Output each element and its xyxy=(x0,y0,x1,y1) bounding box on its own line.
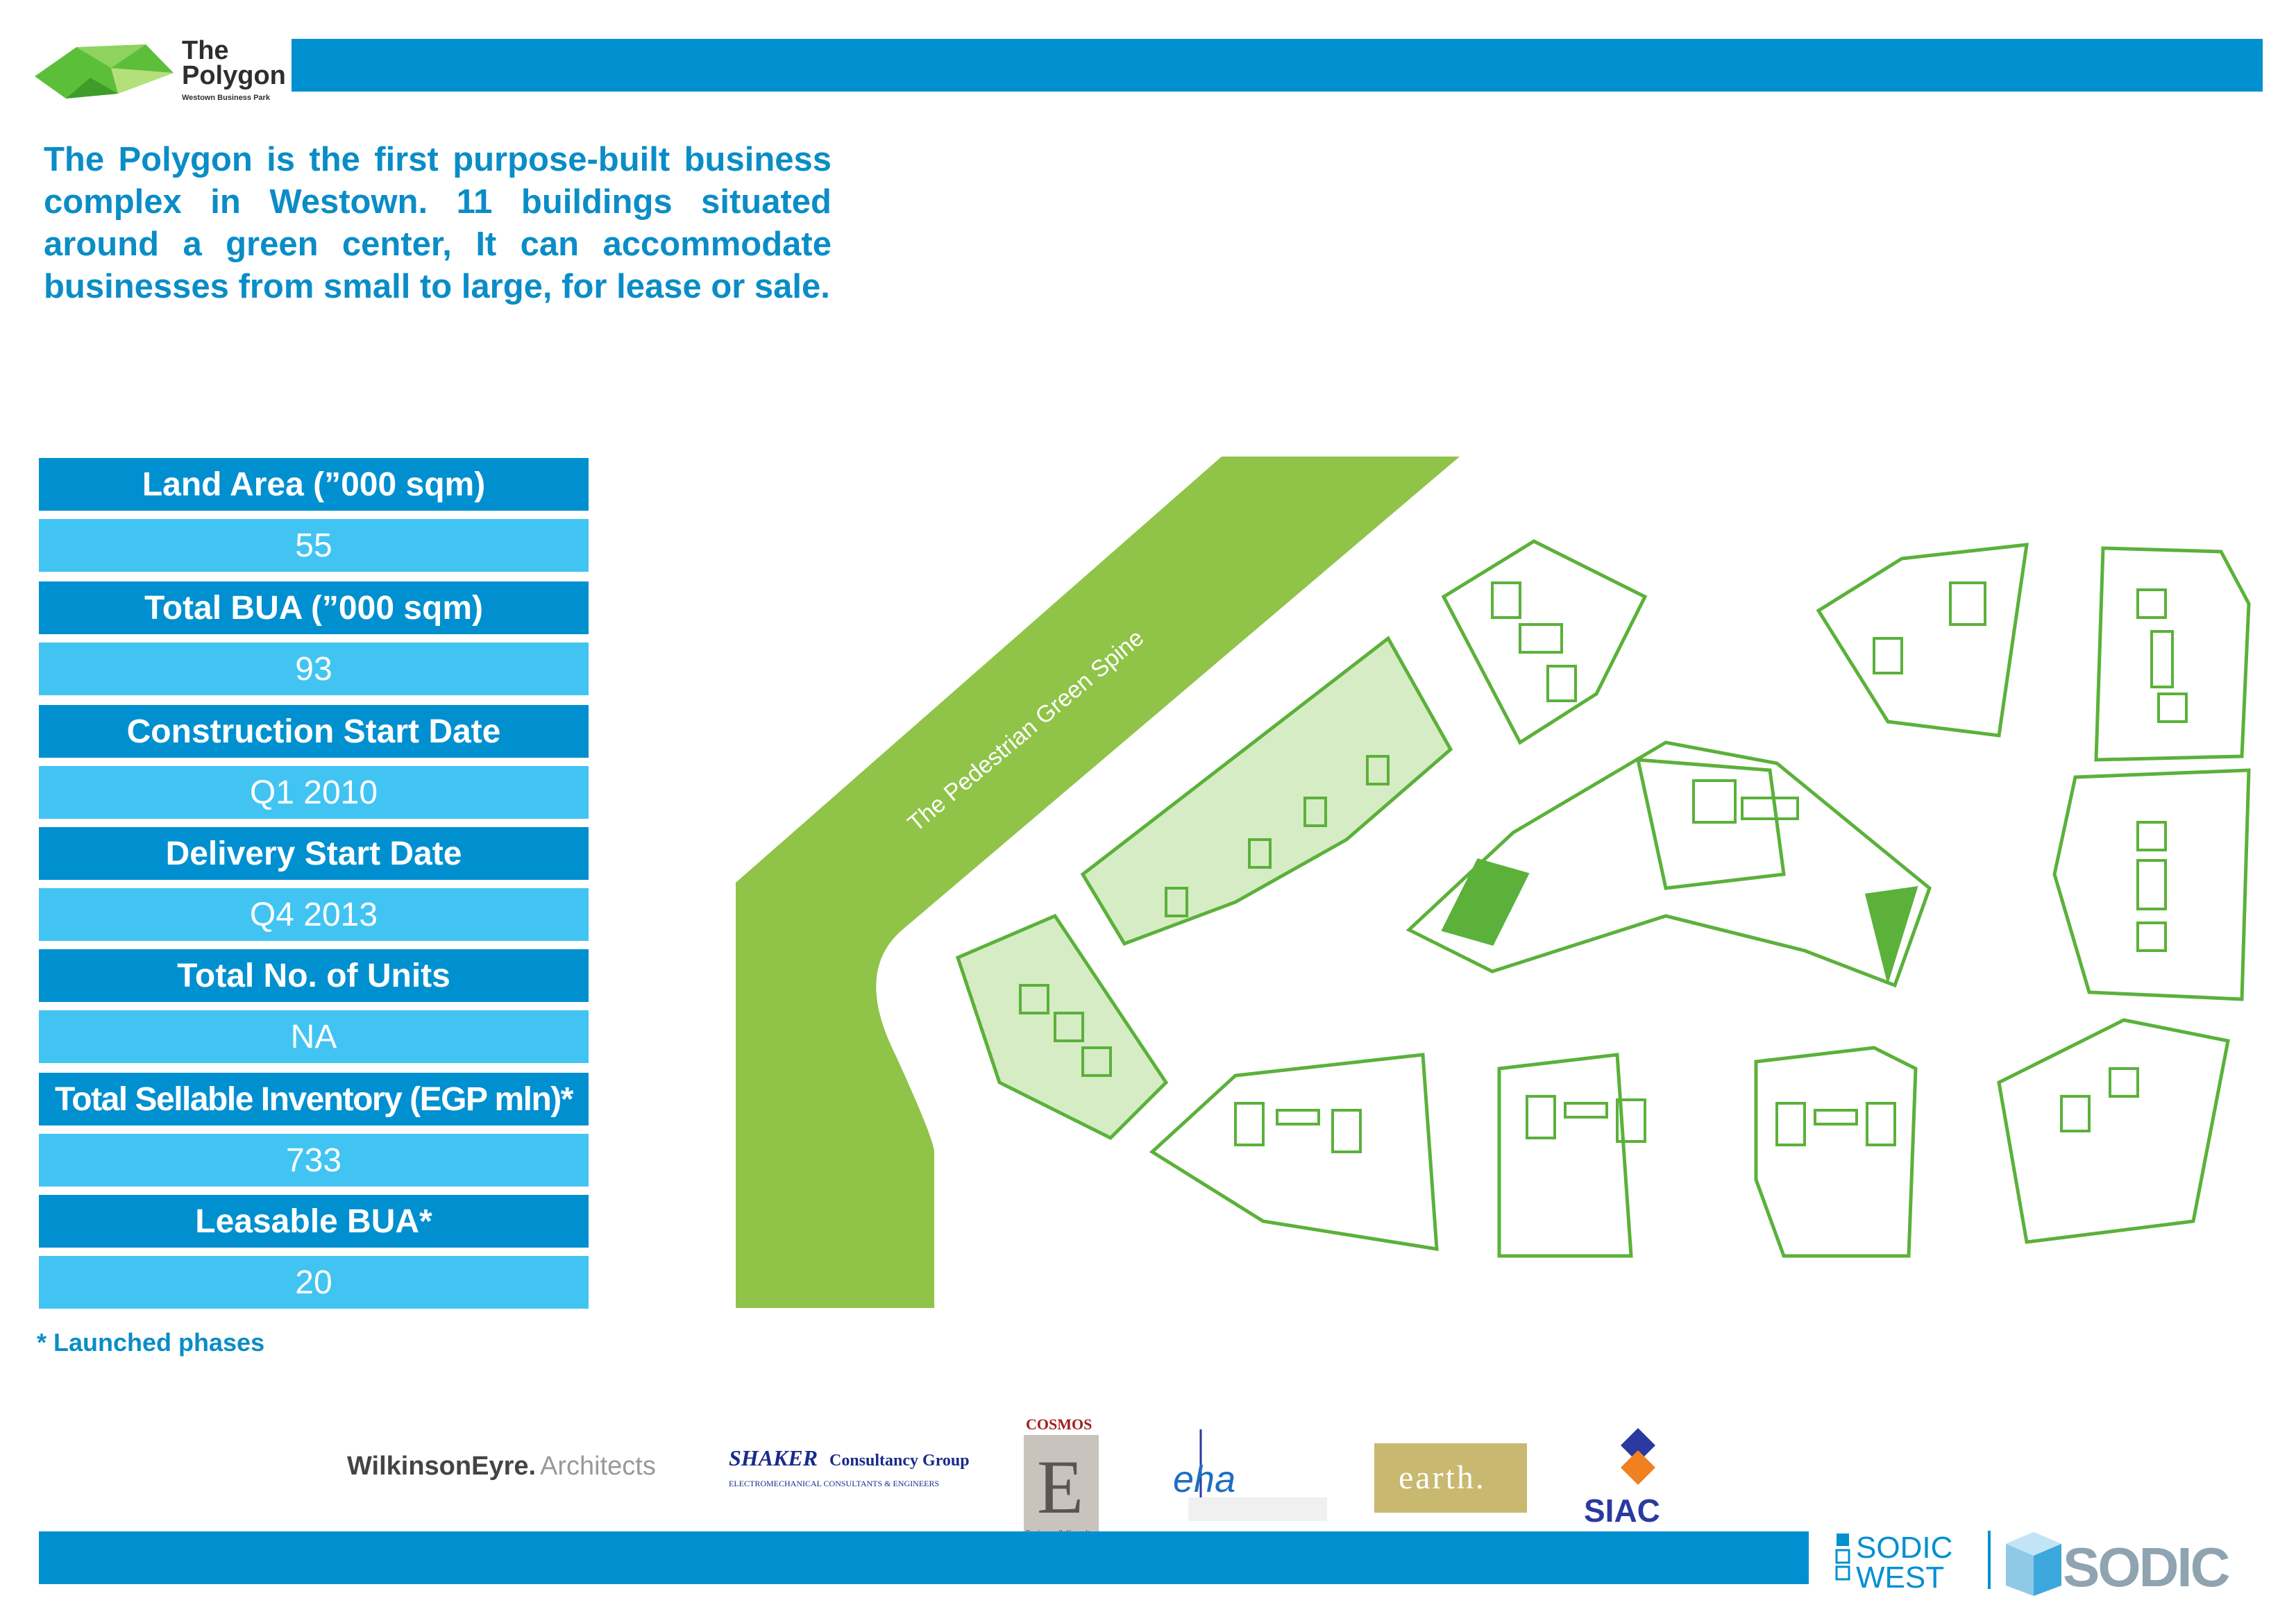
siac-name: SIAC xyxy=(1584,1493,1660,1529)
building-4 xyxy=(2052,768,2251,1001)
sodic-west-line1: SODIC xyxy=(1856,1531,1952,1565)
table-row-header: Delivery Start Date xyxy=(39,827,589,880)
earth-name: earth. xyxy=(1399,1459,1486,1496)
sodic-main-logo: SODIC xyxy=(2006,1532,2231,1596)
cosmos-logo: COSMOS E Engineers & Consultants xyxy=(1024,1416,1102,1537)
table-row-value: 93 xyxy=(39,643,589,695)
shaker-tagline: ELECTROMECHANICAL CONSULTANTS & ENGINEER… xyxy=(729,1479,939,1488)
logo-title-line2: Polygon xyxy=(182,61,286,90)
sodic-west-line2: WEST xyxy=(1856,1561,1944,1595)
header-bar xyxy=(292,39,2263,92)
table-row-header: Land Area (”000 sqm) xyxy=(39,458,589,511)
cosmos-name: COSMOS xyxy=(1026,1416,1092,1433)
siac-logo: SIAC xyxy=(1584,1428,1660,1529)
table-row-value: Q4 2013 xyxy=(39,888,589,941)
table-row-value: NA xyxy=(39,1010,589,1063)
building-7 xyxy=(1754,1046,1918,1258)
table-row-header: Leasable BUA* xyxy=(39,1195,589,1248)
building-8 xyxy=(1997,1018,2230,1244)
footer-bar xyxy=(39,1531,1809,1584)
cosmos-e-mark: E xyxy=(1037,1445,1083,1529)
wilkinson-eyre-logo: WilkinsonEyre. Architects xyxy=(347,1452,656,1481)
buildings xyxy=(955,539,2251,1258)
building-shaded-1 xyxy=(955,913,1169,1141)
logo-title-line1: The xyxy=(182,36,229,65)
building-1 xyxy=(1441,539,1648,745)
building-3 xyxy=(2094,546,2251,762)
the-polygon-logo xyxy=(35,44,174,99)
building-shaded-2 xyxy=(1080,636,1453,946)
eha-name: eha xyxy=(1173,1459,1235,1500)
building-5 xyxy=(1149,1053,1439,1251)
sodic-west-logo: SODIC WEST xyxy=(1835,1531,1991,1595)
table-row-value: 733 xyxy=(39,1134,589,1187)
table-row-value: 20 xyxy=(39,1256,589,1309)
wilkinson-eyre-name: WilkinsonEyre. xyxy=(347,1452,536,1481)
site-plan: The Pedestrian Green Spine xyxy=(736,457,2251,1308)
earth-logo: earth. xyxy=(1374,1443,1527,1513)
table-row-header: Total Sellable Inventory (EGP mln)* xyxy=(39,1073,589,1125)
sodic-main-name: SODIC xyxy=(2063,1536,2229,1596)
shaker-consultancy: Consultancy Group xyxy=(829,1452,970,1470)
footnote: * Launched phases xyxy=(37,1328,265,1357)
wilkinson-eyre-architects: Architects xyxy=(540,1452,656,1481)
shaker-logo: SHAKER Consultancy Group ELECTROMECHANIC… xyxy=(729,1445,970,1488)
table-row-header: Total No. of Units xyxy=(39,949,589,1002)
building-6 xyxy=(1497,1053,1633,1258)
sodic-logos: SODIC WEST SODIC xyxy=(1835,1531,2231,1596)
shaker-name: SHAKER xyxy=(729,1445,818,1470)
building-2 xyxy=(1816,543,2029,738)
table-row-header: Total BUA (”000 sqm) xyxy=(39,581,589,634)
eha-logo: eha xyxy=(1173,1429,1327,1521)
table-row-value: Q1 2010 xyxy=(39,766,589,819)
intro-paragraph: The Polygon is the first purpose-built b… xyxy=(44,141,832,305)
building-central xyxy=(1406,740,1932,988)
logo-subtitle: Westown Business Park xyxy=(182,94,270,102)
table-row-header: Construction Start Date xyxy=(39,705,589,758)
partner-logos: WilkinsonEyre. Architects SHAKER Consult… xyxy=(347,1416,1660,1537)
building-cores xyxy=(1019,581,2188,1153)
table-row-value: 55 xyxy=(39,519,589,572)
